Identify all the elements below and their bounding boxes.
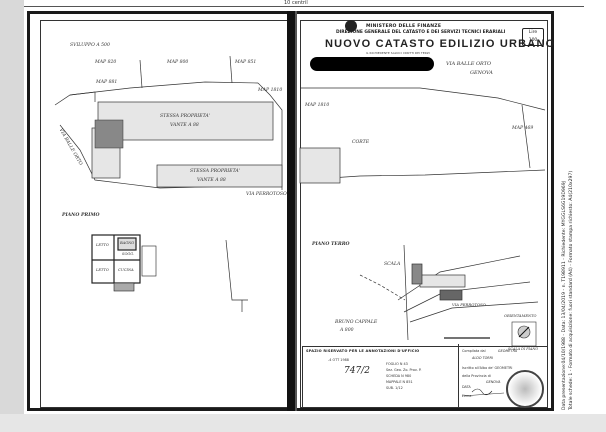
plan-label-scala-di-piano: SCALA DI PIANO	[508, 347, 539, 351]
building-hatched	[94, 119, 124, 149]
plan-label-map-800: MAP 800	[167, 60, 189, 65]
plan-label-map-881: MAP 881	[96, 80, 118, 85]
plan-label-a-800: A 800	[340, 328, 354, 333]
building-main	[97, 101, 274, 141]
side-info-line-1: Data presentazione:04/10/1988 - Data: 13…	[562, 181, 567, 410]
foglio-line: FOGLIO N 43	[386, 362, 408, 366]
title-subline: IL RICHIEDENTE SALVO I DIRITTI DEI TERZI	[366, 51, 430, 55]
signature-scribble	[471, 388, 493, 396]
plan-label-map-1810: MAP 1810	[258, 88, 283, 93]
plan-label-vante-1: VANTE A 88	[170, 123, 199, 128]
scale-ruler-label: 10 centril	[284, 0, 308, 6]
plan-label-right-map-1810: MAP 1810	[305, 103, 330, 108]
compiler-section	[458, 344, 548, 408]
fee-value: 100	[528, 38, 538, 43]
right-dash-line	[359, 274, 406, 301]
right-building-2	[419, 274, 466, 288]
sheet-fold-divider-shadow	[295, 11, 297, 411]
plan-label-right-scala: SCALA	[384, 262, 401, 267]
room-label-letto-1: LETTO	[96, 243, 109, 247]
left-lot-line-2	[139, 59, 143, 89]
scheda-line: SCHEDA N 980	[386, 374, 412, 378]
left-lot-line-1	[69, 91, 96, 102]
building-lower	[156, 164, 283, 188]
registration-number: 747/2	[344, 366, 370, 376]
right-lot-boundary	[300, 87, 546, 111]
bottom-signature-line	[461, 392, 505, 397]
scan-edge-bottom	[0, 414, 606, 432]
plan-label-map-851: MAP 851	[235, 60, 257, 65]
plan-label-map-820: MAP 820	[95, 60, 117, 65]
left-lot-line-3	[229, 55, 233, 84]
left-road-edge-top	[54, 81, 259, 106]
floor-plan-stair	[141, 245, 157, 277]
scan-edge-left	[0, 0, 24, 432]
mappale-line: MAPPALE N 851	[386, 380, 413, 384]
room-label-cucina: CUCINA	[118, 268, 134, 272]
redacted-owner-name	[310, 57, 434, 71]
sub-line: SUB. 1/12	[386, 386, 403, 390]
plan-label-piano-primo: PIANO PRIMO	[62, 213, 100, 218]
plan-label-piano-terro: PIANO TERRO	[312, 242, 350, 247]
address-field: VIA BALLE ORTO	[446, 61, 492, 67]
sheet-fold-divider	[287, 11, 295, 411]
right-building-1	[299, 147, 341, 184]
office-annotations-block	[302, 346, 548, 408]
scale-ruler	[24, 6, 584, 7]
comune-field: GENOVA	[470, 70, 493, 76]
right-lot-right	[521, 104, 531, 169]
fee-label: Lire	[528, 30, 538, 35]
plan-label-via-perrotoso: VIA PERROTOSO	[246, 192, 287, 197]
date-stamp: -4 OTT 1988	[328, 358, 349, 362]
right-site-outline	[299, 87, 546, 341]
document-title: NUOVO CATASTO EDILIZIO URBANO	[325, 38, 556, 50]
room-label-bagno: BAGNO	[120, 241, 135, 245]
provincia-label: della Provincia di	[462, 374, 491, 378]
orientation-symbol	[511, 321, 537, 347]
compilata-label: Compilata dal	[462, 349, 486, 353]
fee-box: Lire 100	[522, 28, 544, 46]
left-buildings	[91, 101, 283, 188]
data-label: DATA	[462, 385, 471, 389]
plan-label-proprieta-1: STESSA PROPRIETA'	[160, 114, 210, 119]
floor-plan-bath	[117, 237, 137, 251]
plan-label-proprieta-2: STESSA PROPRIETA'	[190, 169, 240, 174]
plan-label-right-corte: CORTE	[352, 140, 370, 145]
floor-plan-piano-primo	[91, 234, 157, 292]
right-vert-line	[403, 244, 409, 341]
plan-label-right-via-perrotoso: VIA PERROTOSO	[452, 302, 486, 307]
right-building-3	[439, 289, 463, 301]
annotations-header: SPAZIO RISERVATO PER LE ANNOTAZIONI D'UF…	[306, 349, 420, 353]
right-street-line-1	[397, 255, 521, 301]
firma-label: Firma:	[462, 394, 473, 398]
plan-label-right-map-469: MAP 469	[512, 126, 534, 131]
side-info-line-2: Totale schede: 1 - Formato di acquisizio…	[569, 170, 574, 410]
provincia-value: GENOVA	[486, 380, 501, 384]
plan-label-orientamento: ORIENTAMENTO	[504, 314, 537, 318]
official-stamp-icon	[506, 370, 544, 408]
compilata-value: GEOMETRA	[498, 349, 518, 353]
room-label-soggiorno: SOGG.	[122, 252, 135, 256]
republic-seal-icon	[345, 20, 357, 32]
room-label-letto-2: LETTO	[96, 268, 109, 272]
sezione-line: Sez. Geo. Zo. Prov. P.	[386, 368, 422, 372]
plan-label-bruno-cappale: BRUNO CAPPALE	[335, 320, 378, 325]
compiler-name: ALDO TORRI	[472, 356, 494, 360]
plan-label-sviluppo: SVILUPPO A 500	[70, 43, 110, 48]
floor-plan-balcony	[113, 282, 135, 292]
iscritto-label: Iscritto all'Albo de' GEOMETRI	[462, 366, 513, 370]
left-lot-line-4	[257, 82, 283, 190]
orientation-needle	[518, 326, 530, 338]
ministry-name: MINISTERO DELLE FINANZE	[366, 24, 442, 29]
right-buildings	[299, 147, 466, 301]
right-building-4	[411, 263, 423, 285]
left-stair-line	[225, 239, 248, 301]
plan-label-vante-2: VANTE A 88	[197, 178, 226, 183]
right-street-line-3	[409, 301, 539, 323]
direzione-name: DIREZIONE GENERALE DEL CATASTO E DEI SER…	[336, 30, 506, 35]
